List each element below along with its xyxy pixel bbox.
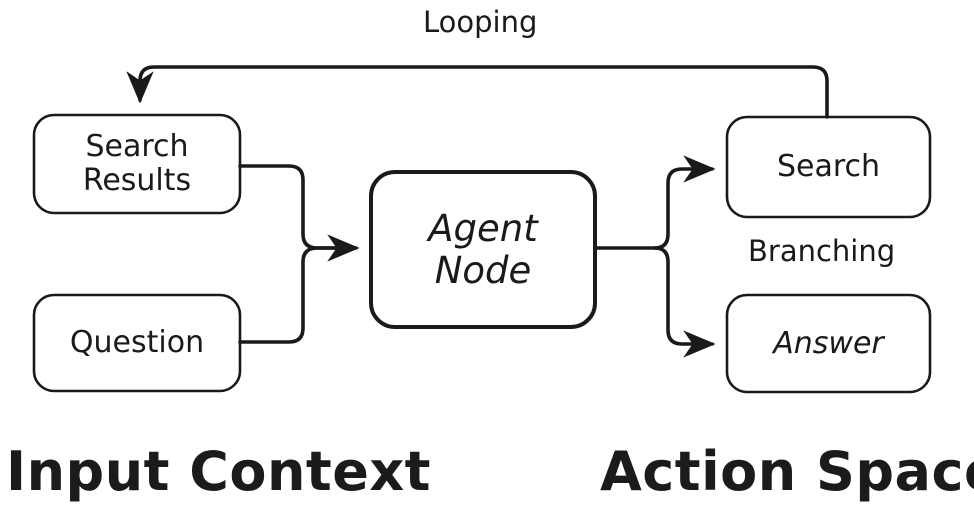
edge-question-to-agent: [238, 246, 342, 344]
group-label-input-context: Input Context: [6, 440, 431, 503]
group-label-action-space: Action Space: [600, 440, 974, 503]
node-box-answer[interactable]: [725, 293, 932, 394]
node-box-question[interactable]: [32, 293, 242, 393]
edge-label-looping: Looping: [423, 5, 538, 39]
edge-search-to-search-results-loop: [126, 65, 829, 119]
node-box-search[interactable]: [725, 115, 932, 219]
edge-branch-to-answer: [653, 246, 716, 358]
node-box-agent-node[interactable]: [369, 170, 597, 329]
edge-label-branching: Branching: [748, 234, 896, 268]
node-box-search-results[interactable]: [32, 113, 242, 215]
edge-search-results-to-agent: [238, 164, 360, 262]
edge-branch-to-search: [653, 155, 716, 250]
